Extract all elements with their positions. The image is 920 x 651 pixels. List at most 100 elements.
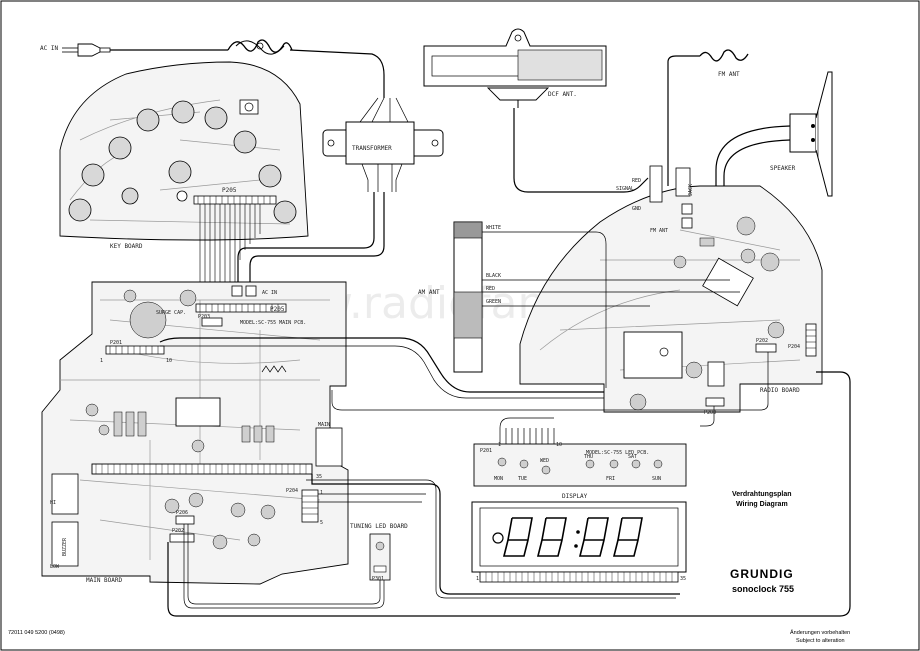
led-board: P201 1 10 MODEL:SC-755 LED PCB. MON TUE … — [473, 442, 687, 487]
am-ant-label: AM ANT — [418, 289, 440, 296]
green-label: GREEN — [486, 299, 501, 305]
led-tue — [519, 459, 529, 469]
p201-main-label: P201 — [110, 340, 122, 346]
key-knob-11 — [121, 187, 139, 205]
display-ribbon-2 — [306, 479, 676, 599]
main-pin-35: 35 — [316, 474, 322, 480]
led-label-mon: MON — [494, 476, 503, 482]
white-label: WHITE — [486, 225, 501, 231]
radio-board-label: RADIO BOARD — [760, 387, 800, 394]
p203-radio-label: P203 — [704, 410, 716, 416]
am-antenna: AM ANT — [418, 221, 483, 373]
ac-in-conn-label: AC IN — [262, 290, 277, 296]
p205-main-label: P205 — [270, 306, 285, 313]
speaker: SPEAKER — [770, 71, 833, 197]
surge-cap-label: SURGE CAP. — [156, 310, 186, 316]
red-label: RED — [486, 286, 495, 292]
key-knob-3 — [204, 106, 228, 130]
led-label-thu: THU — [584, 454, 593, 460]
key-knob-9 — [68, 198, 92, 222]
p301-label: P301 — [372, 576, 384, 582]
led-pin-1: 1 — [498, 442, 501, 448]
model-name: sonoclock 755 — [732, 584, 794, 594]
fm-ant-label: FM ANT — [718, 71, 740, 78]
volume-switch — [51, 473, 79, 515]
led-mon — [497, 457, 507, 467]
p206-label: P206 — [176, 510, 188, 516]
signal-label: SIGNAL — [616, 186, 634, 192]
transformer: TRANSFORMER — [322, 97, 444, 192]
main-board-label: MAIN BOARD — [86, 577, 123, 584]
dcf-cable — [513, 108, 649, 193]
radio-p204-wire — [167, 371, 851, 617]
dcf-ant-label: DCF ANT. — [548, 91, 577, 98]
led-label-sun: SUN — [652, 476, 661, 482]
ac-plug: AC IN — [40, 43, 111, 57]
p205-key-label: P205 — [222, 187, 237, 194]
buzzer-switch — [51, 521, 79, 567]
red-small-label: RED — [632, 178, 641, 184]
main-pin-10: 10 — [166, 358, 172, 364]
tuning-led-wire — [187, 524, 381, 605]
brand-logo: GRUNDIG — [730, 567, 794, 581]
black-label: BLACK — [486, 273, 501, 279]
ac-in-label: AC IN — [40, 45, 58, 52]
p202-radio-label: P202 — [756, 338, 768, 344]
radio-p202-wire — [331, 352, 769, 411]
disp-pin-35: 35 — [680, 576, 686, 582]
p202-main-label: P202 — [172, 528, 184, 534]
led-label-tue: TUE — [518, 476, 527, 482]
key-knob-10 — [273, 200, 297, 224]
speaker-label: SPEAKER — [770, 165, 796, 172]
p204-radio-label: P204 — [788, 344, 800, 350]
key-knob-5 — [233, 130, 257, 154]
tuning-led-board: TUNING LED BOARD P301 — [350, 523, 408, 582]
low-label: LOW — [50, 564, 60, 570]
speaker-wire — [715, 125, 791, 212]
p203-main-label: P203 — [198, 314, 210, 320]
hi-label: HI — [50, 500, 56, 506]
title-en: Wiring Diagram — [736, 501, 788, 508]
key-knob-1 — [136, 108, 160, 132]
led-wed — [541, 465, 551, 475]
gnd-label: GND — [632, 206, 641, 212]
p204-pin-5: 5 — [320, 520, 323, 526]
display-ribbon — [311, 474, 680, 595]
change-note-en: Subject to alteration — [796, 638, 845, 644]
transformer-label: TRANSFORMER — [352, 145, 392, 152]
key-knob-7 — [168, 160, 192, 184]
key-knob-6 — [81, 163, 105, 187]
main-pcb-label: MODEL:SC-755 MAIN PCB. — [240, 320, 306, 326]
title-de: Verdrahtungsplan — [732, 491, 792, 498]
white-wire — [482, 231, 607, 388]
p201-led-label: P201 — [480, 448, 492, 454]
key-board: P205 KEY BOARD — [59, 61, 309, 250]
disp-pin-1: 1 — [476, 576, 479, 582]
doc-number: 72011 049 5200 (0498) — [8, 630, 65, 636]
buzzer-label: BUZZER — [62, 537, 68, 556]
p204-main-label: P204 — [286, 488, 298, 494]
tuning-led-wire-2 — [183, 524, 385, 609]
led-label-sat: SAT — [628, 454, 637, 460]
main-board: SURGE CAP. P205 AC IN P203 MODEL:SC-755 … — [41, 281, 349, 585]
fm-antenna: FM ANT — [667, 49, 749, 186]
led-label-wed: WED — [540, 458, 549, 464]
main-ic — [175, 397, 221, 427]
transformer-secondary-wire — [249, 192, 385, 282]
display-label: DISPLAY — [562, 493, 588, 500]
display: DISPLAY 1 35 — [471, 493, 687, 583]
p201-ribbon — [159, 337, 610, 393]
tuning-capacitor — [623, 331, 683, 379]
transformer-secondary-wire-2 — [237, 192, 375, 282]
led-sat — [631, 459, 641, 469]
radio-p203-wire — [700, 406, 715, 427]
key-knob-4 — [108, 136, 132, 160]
main-pin-1: 1 — [100, 358, 103, 364]
p204-pin-1: 1 — [320, 490, 323, 496]
p204-wire — [318, 493, 426, 503]
dcf-antenna: DCF ANT. — [423, 28, 607, 108]
key-knob-2 — [171, 100, 195, 124]
radio-board: RED SIGNAL GND JACK FM ANT P203 P202 P20… — [519, 165, 823, 416]
mains-switch — [315, 427, 343, 467]
